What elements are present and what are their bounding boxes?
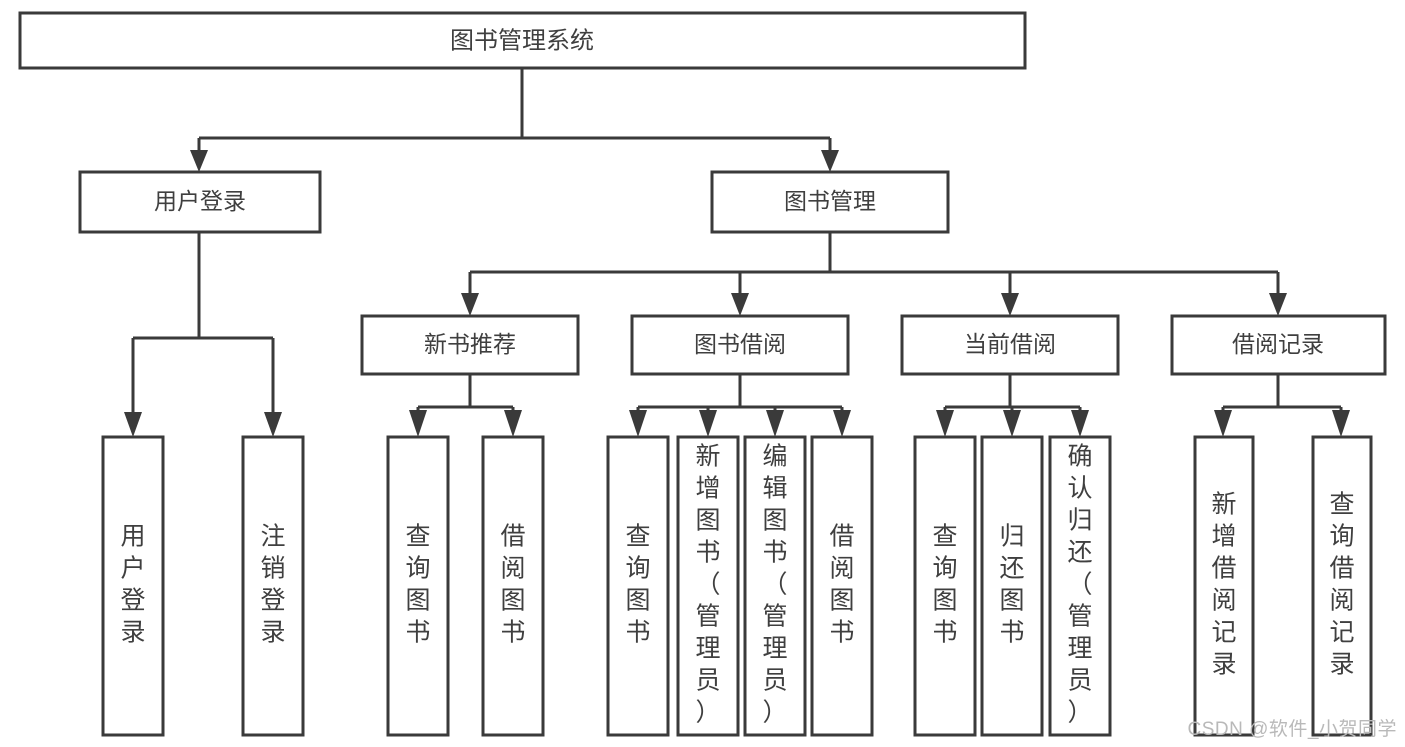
- leaf-query-book-2-label: 查询图书: [625, 523, 650, 647]
- node-user-login-label: 用户登录: [154, 188, 246, 214]
- arrow-leaf-query-book-3: [936, 410, 954, 437]
- leaf-borrow-book-1[interactable]: 借阅图书: [481, 435, 545, 737]
- leaf-edit-book[interactable]: 编辑图书（管理员）: [743, 435, 807, 737]
- leaf-query-record-label: 查询借阅记录: [1329, 491, 1354, 679]
- arrow-leaf-add-book: [699, 410, 717, 437]
- arrow-leaf-query-book-1: [409, 410, 427, 437]
- arrow-leaf-borrow-book-1: [504, 410, 522, 437]
- leaf-return-book[interactable]: 归还图书: [980, 435, 1044, 737]
- leaf-user-logout-label: 注销登录: [260, 523, 285, 647]
- arrow-user-login: [190, 150, 208, 172]
- node-root-box[interactable]: [18, 11, 1027, 70]
- arrow-leaf-user-login: [124, 412, 142, 437]
- arrow-leaf-return-book: [1003, 410, 1021, 437]
- csdn-watermark: CSDN @软件_小贺同学: [1187, 719, 1397, 740]
- arrow-current-borrow: [1001, 293, 1019, 316]
- arrow-leaf-user-logout: [264, 412, 282, 437]
- leaf-return-book-box[interactable]: [980, 435, 1044, 737]
- node-book-management-label: 图书管理: [784, 188, 876, 214]
- leaf-query-book-1-box[interactable]: [386, 435, 450, 737]
- node-root[interactable]: 图书管理系统: [18, 11, 1027, 70]
- arrow-borrow-record: [1269, 293, 1287, 316]
- node-current-borrow-box[interactable]: [900, 314, 1120, 376]
- arrow-book-borrow: [731, 293, 749, 316]
- leaf-query-book-2-box[interactable]: [606, 435, 670, 737]
- node-book-borrow-box[interactable]: [630, 314, 850, 376]
- leaf-add-record-label: 新增借阅记录: [1211, 491, 1236, 679]
- leaf-borrow-book-2-label: 借阅图书: [829, 523, 854, 647]
- leaf-add-record-box[interactable]: [1193, 435, 1255, 737]
- arrow-leaf-borrow-book-2: [833, 410, 851, 437]
- leaf-user-login[interactable]: 用户登录: [101, 435, 165, 737]
- node-book-management-box[interactable]: [710, 170, 950, 234]
- leaf-edit-book-label: 编辑图书（管理员）: [762, 443, 787, 727]
- node-borrow-record-box[interactable]: [1170, 314, 1387, 376]
- leaf-user-login-box[interactable]: [101, 435, 165, 737]
- leaf-user-login-label: 用户登录: [120, 523, 145, 647]
- node-borrow-record[interactable]: 借阅记录: [1170, 314, 1387, 376]
- leaf-query-book-3-label: 查询图书: [932, 523, 957, 647]
- node-current-borrow-label: 当前借阅: [964, 331, 1056, 357]
- leaf-query-book-1-label: 查询图书: [405, 523, 430, 647]
- leaf-confirm-return-box[interactable]: [1048, 435, 1112, 737]
- leaf-confirm-return-label: 确认归还（管理员）: [1067, 443, 1092, 727]
- node-book-borrow[interactable]: 图书借阅: [630, 314, 850, 376]
- node-root-label: 图书管理系统: [450, 27, 594, 54]
- connector-layer: [124, 68, 1350, 437]
- leaf-query-record-box[interactable]: [1311, 435, 1373, 737]
- arrow-leaf-confirm-return: [1071, 410, 1089, 437]
- leaf-add-book-box[interactable]: [676, 435, 740, 737]
- leaf-query-record[interactable]: 查询借阅记录: [1311, 435, 1373, 737]
- leaf-query-book-3-box[interactable]: [913, 435, 977, 737]
- node-user-login-box[interactable]: [78, 170, 322, 234]
- leaf-add-book-label: 新增图书（管理员）: [695, 443, 720, 727]
- leaf-query-book-1[interactable]: 查询图书: [386, 435, 450, 737]
- leaf-query-book-3[interactable]: 查询图书: [913, 435, 977, 737]
- leaf-add-record[interactable]: 新增借阅记录: [1193, 435, 1255, 737]
- node-borrow-record-label: 借阅记录: [1232, 331, 1324, 357]
- arrow-leaf-edit-book: [766, 410, 784, 437]
- leaf-edit-book-box[interactable]: [743, 435, 807, 737]
- leaf-user-logout-box[interactable]: [241, 435, 305, 737]
- node-current-borrow[interactable]: 当前借阅: [900, 314, 1120, 376]
- node-book-management[interactable]: 图书管理: [710, 170, 950, 234]
- node-new-book-recommend-box[interactable]: [360, 314, 580, 376]
- arrow-book-management: [821, 150, 839, 172]
- node-user-login[interactable]: 用户登录: [78, 170, 322, 234]
- node-new-book-recommend[interactable]: 新书推荐: [360, 314, 580, 376]
- leaf-confirm-return[interactable]: 确认归还（管理员）: [1048, 435, 1112, 737]
- node-book-borrow-label: 图书借阅: [694, 331, 786, 357]
- arrow-leaf-query-record: [1332, 410, 1350, 437]
- leaf-add-book[interactable]: 新增图书（管理员）: [676, 435, 740, 737]
- leaf-query-book-2[interactable]: 查询图书: [606, 435, 670, 737]
- leaf-borrow-book-1-label: 借阅图书: [500, 523, 525, 647]
- leaf-borrow-book-1-box[interactable]: [481, 435, 545, 737]
- leaf-return-book-label: 归还图书: [999, 523, 1024, 647]
- node-new-book-recommend-label: 新书推荐: [424, 331, 516, 357]
- arrow-new-book-recommend: [461, 293, 479, 316]
- leaf-user-logout[interactable]: 注销登录: [241, 435, 305, 737]
- arrow-leaf-query-book-2: [629, 410, 647, 437]
- leaf-borrow-book-2[interactable]: 借阅图书: [810, 435, 874, 737]
- arrow-leaf-add-record: [1214, 410, 1232, 437]
- leaf-borrow-book-2-box[interactable]: [810, 435, 874, 737]
